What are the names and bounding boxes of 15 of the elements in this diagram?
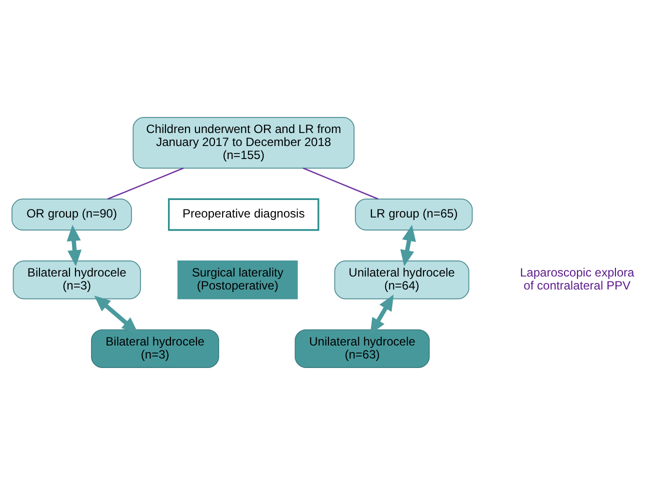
node-box: Surgical laterality (Postoperative) [177,260,298,300]
arrow [66,224,82,266]
node-box: Unilateral hydrocele (n=64) [334,260,470,300]
arrow [94,296,138,334]
node-box: Preoperative diagnosis [168,198,320,231]
connector [108,168,184,200]
node-box: LR group (n=65) [354,198,473,230]
connector [302,168,378,200]
arrow [400,224,416,266]
node-box: Children underwent OR and LR from January 2017 to December 2018 (n=155) [132,117,354,169]
node-box: Bilateral hydrocele (n=3) [12,260,141,300]
node-box: OR group (n=90) [12,198,132,230]
label: Laparoscopic explora of contralateral PPV [520,266,634,293]
node-box: Unilateral hydrocele (n=63) [294,329,430,368]
node-box: Bilateral hydrocele (n=3) [91,329,220,368]
